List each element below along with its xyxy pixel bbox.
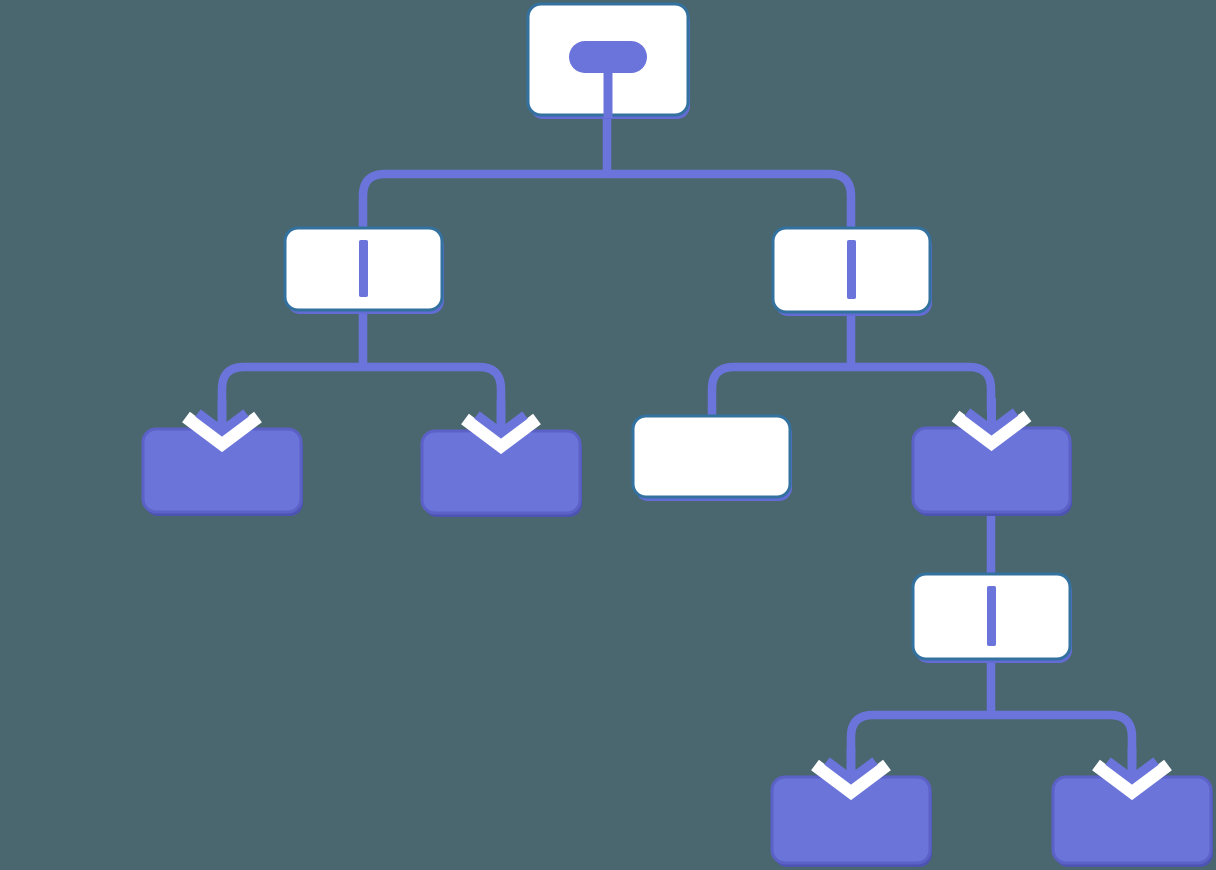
root-pill-icon: [569, 41, 647, 118]
chevron-white: [461, 413, 541, 455]
expanded-leaf-node[interactable]: [631, 414, 792, 501]
double-chevron-down-icon[interactable]: [951, 398, 1032, 452]
chevron-purple: [964, 408, 1019, 436]
double-chevron-down-icon[interactable]: [182, 399, 262, 453]
double-chevron-down-icon[interactable]: [461, 401, 541, 455]
vertical-bar-icon: [847, 240, 856, 299]
chevron-purple: [195, 409, 249, 437]
chevron-white: [182, 411, 262, 453]
connector-edge: [217, 305, 506, 415]
chevron-white: [811, 759, 891, 801]
double-chevron-down-icon[interactable]: [811, 747, 891, 801]
collapsed-leaf-node[interactable]: [141, 427, 303, 516]
connector-edge: [846, 655, 1137, 761]
collapsed-leaf-node[interactable]: [770, 775, 932, 867]
double-chevron-down-icon[interactable]: [1092, 747, 1172, 801]
tree-nodes: [141, 2, 1213, 867]
chevron-purple: [824, 757, 878, 785]
chevron-white: [1092, 759, 1172, 801]
vertical-bar-icon: [359, 240, 368, 297]
chevron-white: [951, 410, 1032, 452]
connector-edge: [707, 307, 996, 418]
node-icons: [182, 41, 1172, 801]
chevron-purple: [474, 411, 528, 439]
collapsed-leaf-node[interactable]: [420, 429, 582, 517]
node-body: [631, 414, 792, 499]
connector-edge: [358, 110, 856, 230]
vertical-bar-icon: [987, 586, 996, 646]
chevron-purple: [1105, 757, 1159, 785]
collapsed-branch-node[interactable]: [911, 426, 1072, 516]
collapsed-leaf-node[interactable]: [1051, 775, 1213, 867]
connector-edges: [217, 110, 1137, 761]
